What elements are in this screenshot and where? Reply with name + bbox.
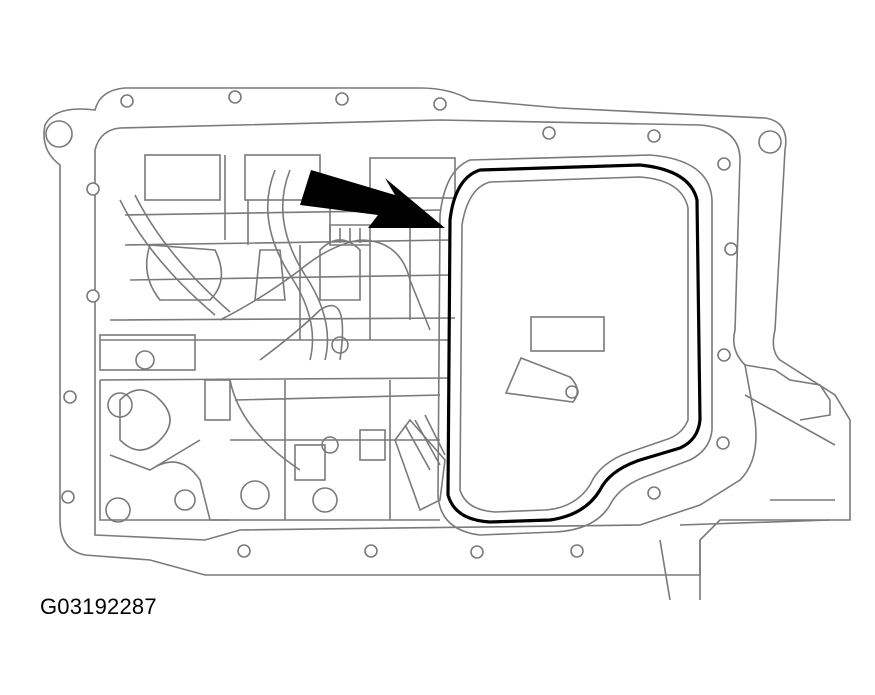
valve-body-diagram (43, 87, 851, 600)
callout-arrow (300, 170, 445, 228)
filter-outer-ring (437, 154, 713, 536)
flange-bolt-holes (45, 90, 782, 559)
filter-inner-outline (459, 176, 689, 513)
gasket-outline (446, 163, 702, 524)
right-bracket (659, 364, 836, 600)
filter-pickup-hole (565, 385, 579, 399)
case-inner-lip (94, 119, 757, 541)
case-flange-outline (43, 87, 851, 576)
valve-body (99, 154, 456, 523)
filter-label-plate (530, 316, 605, 352)
figure-id-label: G03192287 (40, 594, 157, 619)
